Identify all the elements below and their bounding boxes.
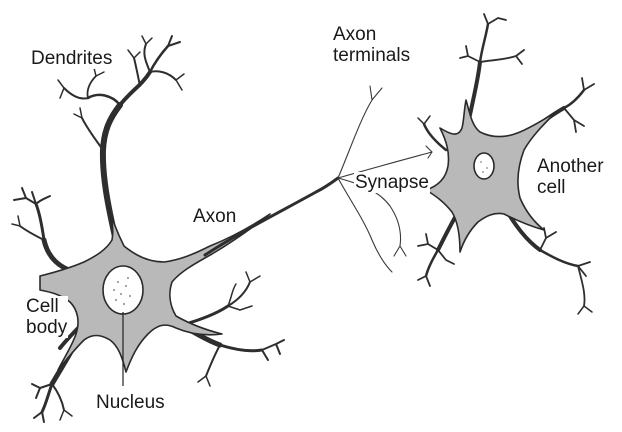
label-cell-body: Cell body bbox=[25, 296, 68, 338]
label-another-cell: Another cell bbox=[536, 156, 605, 198]
main-neuron-dendrites bbox=[12, 36, 284, 422]
label-axon-terminals: Axon terminals bbox=[332, 24, 411, 66]
main-nucleus bbox=[103, 266, 143, 314]
main-cell-body bbox=[40, 206, 270, 372]
label-nucleus: Nucleus bbox=[95, 392, 166, 413]
label-axon: Axon bbox=[192, 206, 237, 227]
label-synapse: Synapse bbox=[354, 172, 430, 193]
label-dendrites: Dendrites bbox=[30, 48, 113, 69]
other-nucleus bbox=[474, 153, 494, 179]
